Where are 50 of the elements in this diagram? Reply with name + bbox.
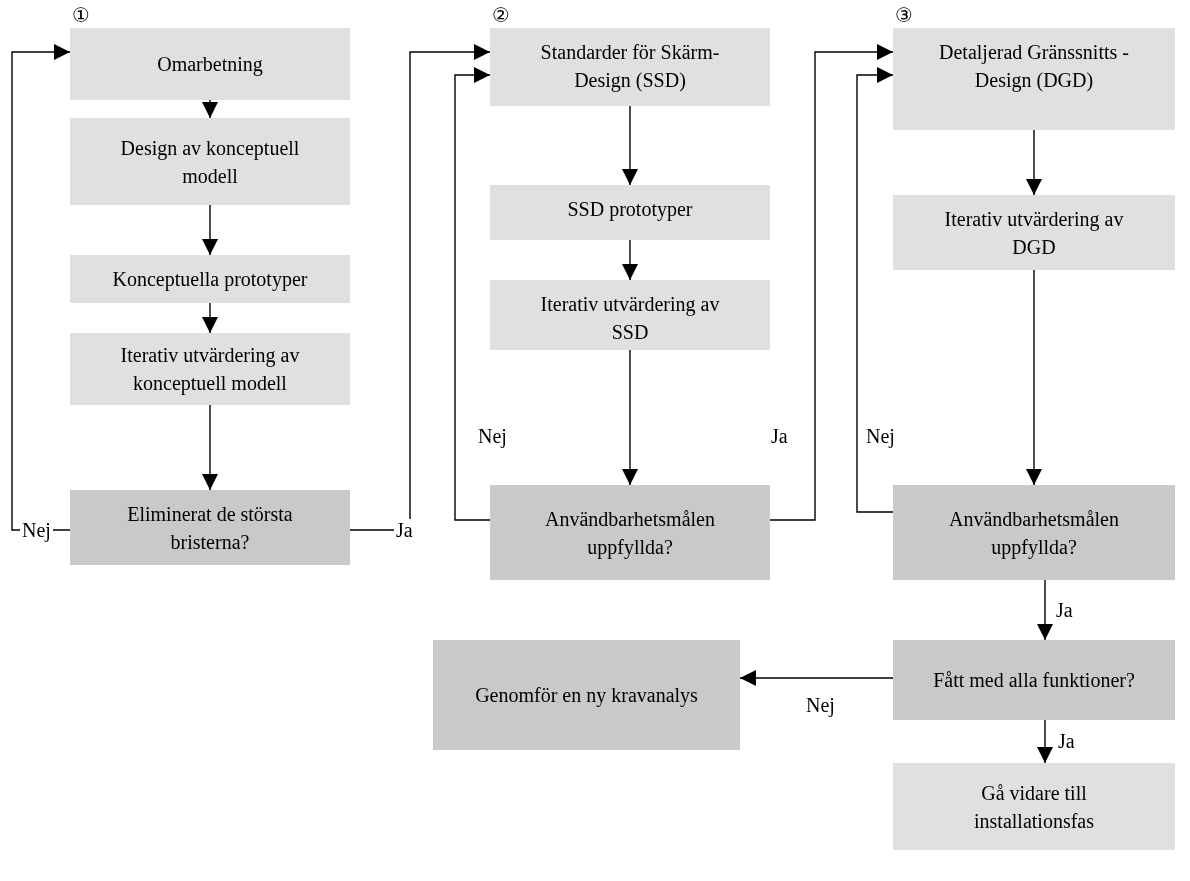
- node-text: Användbarhetsmålen uppfyllda?: [948, 506, 1120, 561]
- process-box: [70, 28, 350, 100]
- arrow: [1026, 129, 1042, 196]
- node-text: Iterativ utvärdering av DGD: [943, 207, 1125, 260]
- process-box: [893, 28, 1175, 130]
- node-text: Genomför en ny kravanalys: [475, 683, 698, 709]
- arrow: [1026, 269, 1042, 486]
- decision-box: [490, 485, 770, 580]
- arrow: [202, 404, 218, 491]
- node-text: SSD prototyper: [567, 197, 693, 223]
- decision-box: [433, 640, 740, 750]
- arrow: [202, 204, 218, 256]
- arrow: [454, 67, 491, 521]
- process-box: [490, 185, 770, 240]
- node-text: Användbarhetsmålen uppfyllda?: [544, 506, 716, 561]
- node-text: Konceptuella prototyper: [112, 267, 308, 293]
- decision-box: [893, 640, 1175, 720]
- process-box: [70, 255, 350, 303]
- decision-box: [893, 485, 1175, 580]
- process-box: [490, 280, 770, 350]
- arrow: [622, 105, 638, 186]
- arrow: [856, 67, 894, 513]
- node-text: Standarder för Skärm-Design (SSD): [539, 40, 721, 94]
- arrow: [739, 670, 894, 686]
- step-number: ①: [72, 4, 90, 26]
- process-box: [490, 28, 770, 106]
- arrow: [349, 44, 491, 531]
- node-text: Omarbetning: [157, 52, 263, 78]
- decision-box: [70, 490, 350, 565]
- arrow: [622, 239, 638, 281]
- arrow: [769, 44, 894, 521]
- node-text: Detaljerad Gränssnitts - Design (DGD): [938, 40, 1130, 94]
- node-text: Design av konceptuell modell: [119, 135, 301, 189]
- process-box: [70, 333, 350, 405]
- process-box: [893, 763, 1175, 850]
- arrow: [202, 99, 218, 119]
- process-box: [70, 118, 350, 205]
- node-text: Eliminerat de största bristerna?: [126, 501, 294, 555]
- arrow: [11, 44, 71, 531]
- node-text: Fått med alla funktioner?: [933, 668, 1135, 693]
- step-number: ③: [895, 4, 913, 26]
- node-text: Iterativ utvärdering av konceptuell modell: [119, 343, 301, 397]
- step-number: ②: [492, 4, 510, 26]
- node-text: Gå vidare till installationsfas: [973, 780, 1095, 834]
- arrow: [622, 349, 638, 486]
- arrow: [1037, 719, 1053, 764]
- process-box: [893, 195, 1175, 270]
- node-text: Iterativ utvärdering av SSD: [539, 292, 721, 345]
- arrow: [1037, 579, 1053, 641]
- arrow: [202, 302, 218, 334]
